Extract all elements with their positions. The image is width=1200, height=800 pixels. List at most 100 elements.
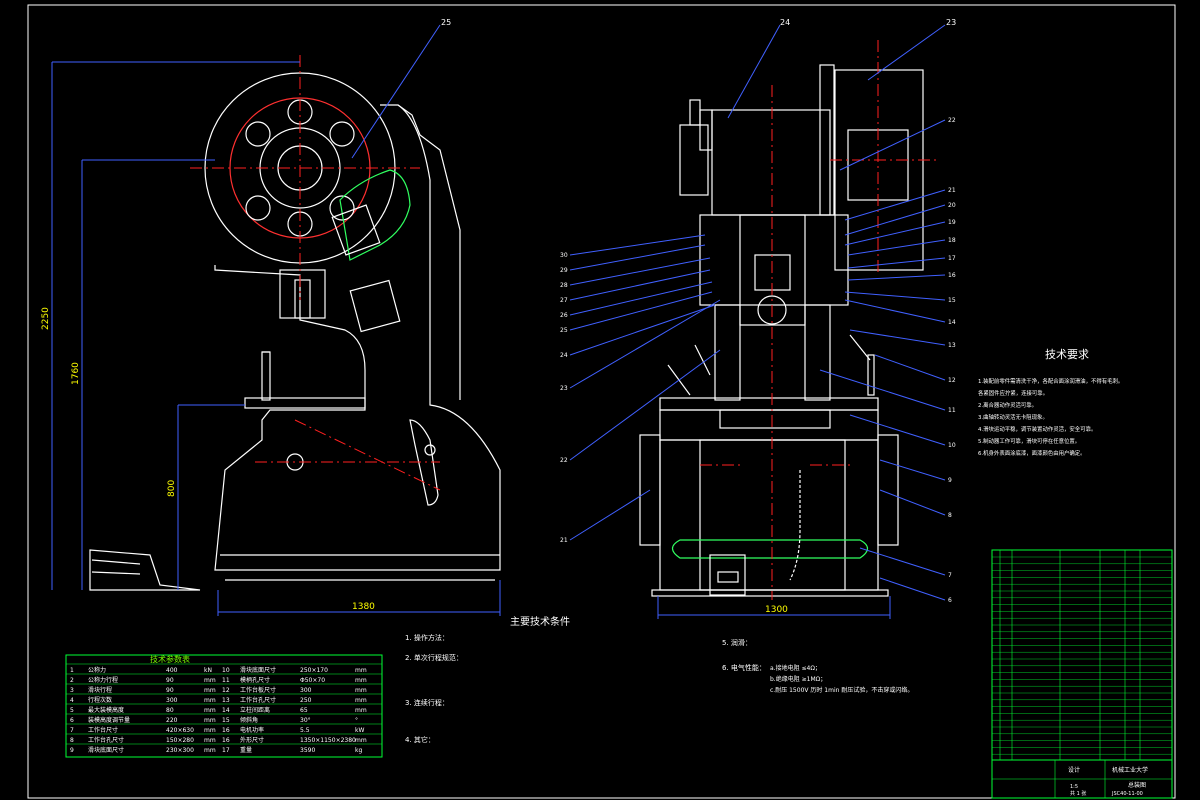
title-block-scale: 1:5	[1070, 784, 1078, 790]
param-cell: 3	[70, 687, 74, 694]
param-cell: 倾斜角	[240, 716, 258, 724]
balloon-left: 28	[560, 282, 568, 289]
tech-req-item: 3.曲轴转动灵活无卡阻现象。	[978, 413, 1048, 421]
param-cell: 230×300	[166, 747, 194, 754]
tech-req-item: 各紧固件应拧紧，连接可靠。	[978, 389, 1048, 397]
balloon-right: 22	[948, 117, 956, 124]
param-cell: 65	[300, 707, 308, 714]
param-cell: mm	[355, 707, 367, 714]
balloon-right: 15	[948, 297, 956, 304]
title-block-drawing-name: 总装图	[1128, 781, 1146, 789]
param-cell: mm	[355, 687, 367, 694]
balloon-left: 30	[560, 252, 568, 259]
param-cell: 电机功率	[240, 726, 264, 734]
balloon-left: 25	[560, 327, 568, 334]
param-cell: Φ50×70	[300, 677, 325, 684]
front-centerlines	[700, 40, 940, 600]
param-cell: 90	[166, 687, 174, 694]
param-cell: mm	[204, 687, 216, 694]
main-spec-title: 主要技术条件	[510, 615, 570, 628]
param-cell: mm	[355, 677, 367, 684]
param-cell: 重量	[240, 746, 252, 754]
tech-req-item: 1.装配前零件需清洗干净，各配合面涂润滑油，不得有毛刺。	[978, 377, 1123, 385]
param-cell: mm	[204, 707, 216, 714]
param-cell: kN	[204, 667, 212, 674]
param-cell: 公称力	[88, 666, 106, 674]
tech-req-item: 6.机身外表面涂底漆，面漆颜色由用户确定。	[978, 449, 1086, 457]
param-cell: 80	[166, 707, 174, 714]
balloon-front-top-left: 24	[780, 18, 790, 27]
dim-front-width: 1300	[765, 605, 788, 615]
param-cell: 7	[70, 727, 74, 734]
electric-item: a.接地电阻 ≤4Ω；	[770, 664, 821, 672]
param-cell: 17	[222, 747, 230, 754]
spec-item: 3. 连续行程：	[405, 698, 449, 707]
balloon-left: 24	[560, 352, 568, 359]
balloon-left: 22	[560, 457, 568, 464]
balloon-right: 13	[948, 342, 956, 349]
spec-item: 4. 其它：	[405, 735, 435, 744]
tech-req-item: 5.制动器工作可靠，滑块可停在任意位置。	[978, 437, 1080, 445]
param-cell: 3590	[300, 747, 315, 754]
param-cell: 14	[222, 707, 230, 714]
spec-item: 5. 润滑：	[722, 638, 752, 647]
front-view	[639, 64, 924, 597]
balloon-left: 27	[560, 297, 568, 304]
balloon-left: 26	[560, 312, 568, 319]
side-dimensions	[51, 24, 501, 616]
param-cell: 工作台孔尺寸	[88, 736, 124, 744]
balloon-front-top-right: 23	[946, 18, 956, 27]
param-cell: 16	[222, 727, 230, 734]
dim-overall-height: 2250	[41, 307, 51, 330]
param-cell: 滑块底面尺寸	[240, 666, 276, 674]
title-block-sheet: 共 1 张	[1070, 790, 1086, 797]
electric-item: c.耐压 1500V 历时 1min 耐压试验，不击穿或闪络。	[770, 686, 913, 694]
dim-side-depth: 1380	[352, 602, 375, 612]
tech-req-item: 4.滑块运动平稳，调节装置动作灵活，安全可靠。	[978, 425, 1096, 433]
param-cell: 公称力行程	[88, 676, 118, 684]
param-cell: mm	[204, 677, 216, 684]
spec-item: 2. 单次行程规范：	[405, 653, 463, 662]
param-cell: 250×170	[300, 667, 328, 674]
parts-list: 设计 机械工业大学 总装图 JSC40-11-00 1:5 共 1 张	[991, 549, 1173, 799]
param-cell: 滑块底面尺寸	[88, 746, 124, 754]
param-cell: mm	[355, 697, 367, 704]
balloon-side-top: 25	[441, 18, 451, 27]
spec-item: 1. 操作方法：	[405, 633, 449, 642]
balloon-right: 21	[948, 187, 956, 194]
param-cell: mm	[355, 667, 367, 674]
param-cell: 300	[300, 687, 312, 694]
param-cell: 90	[166, 677, 174, 684]
balloon-left: 21	[560, 537, 568, 544]
param-cell: 2	[70, 677, 74, 684]
balloon-right: 11	[948, 407, 956, 414]
param-cell: 工作台尺寸	[88, 726, 118, 734]
parts-list-frame	[991, 549, 1173, 799]
param-cell: 1350×1150×2380	[300, 737, 356, 744]
side-view	[89, 72, 501, 591]
front-dimensions	[569, 24, 946, 619]
param-cell: 5	[70, 707, 74, 714]
title-block-school: 机械工业大学	[1112, 766, 1148, 774]
param-table-frame	[65, 654, 383, 758]
param-cell: 16	[222, 737, 230, 744]
param-cell: 6	[70, 717, 74, 724]
param-cell: 装模高度调节量	[88, 716, 130, 724]
balloon-right: 20	[948, 202, 956, 209]
param-table-title: 技术参数表	[150, 654, 190, 664]
param-cell: 300	[166, 697, 178, 704]
technical-requirements: 技术要求 1.装配前零件需清洗干净，各配合面涂润滑油，不得有毛刺。 各紧固件应拧…	[978, 348, 1123, 457]
balloon-left: 29	[560, 267, 568, 274]
param-cell: 12	[222, 687, 230, 694]
tech-req-title: 技术要求	[1045, 348, 1089, 361]
tech-req-item: 2.离合器动作灵活可靠。	[978, 401, 1037, 409]
param-cell: 1	[70, 667, 74, 674]
param-cell: 滑块行程	[88, 686, 112, 694]
param-cell: mm	[204, 737, 216, 744]
balloon-right: 6	[948, 597, 952, 604]
balloon-right: 17	[948, 255, 956, 262]
param-cell: 行程次数	[88, 696, 112, 704]
param-cell: 11	[222, 677, 230, 684]
